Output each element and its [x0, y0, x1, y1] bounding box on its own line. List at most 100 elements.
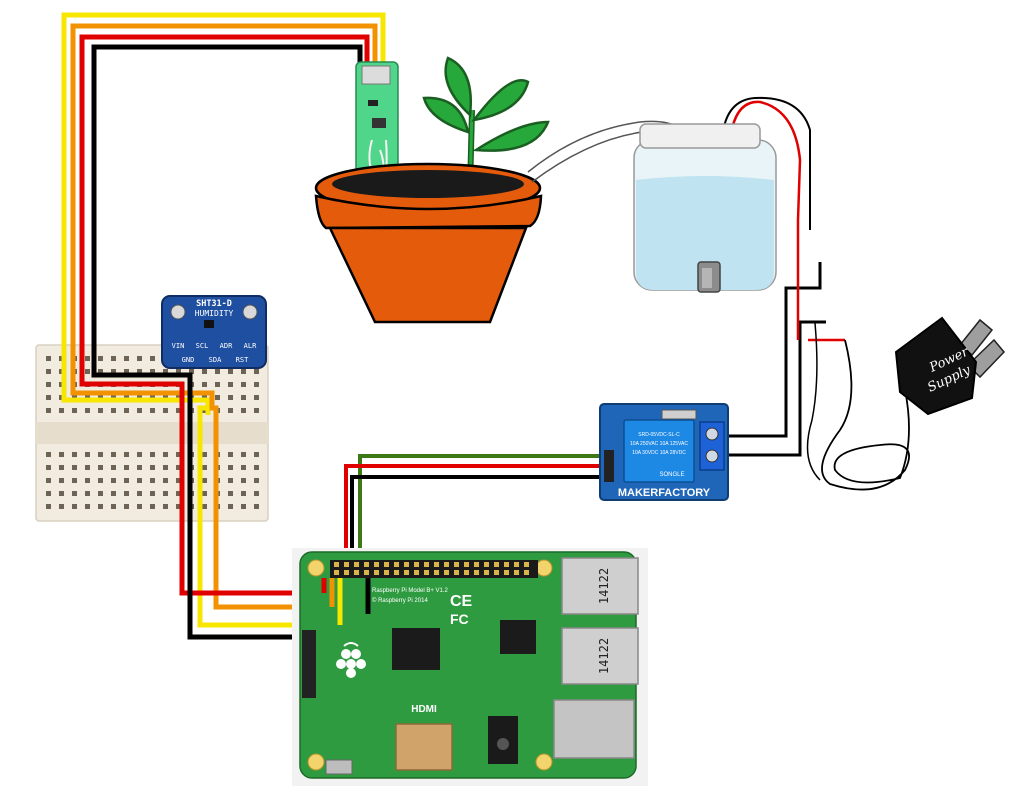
pi-copyright-text: © Raspberry Pi 2014 — [372, 597, 428, 604]
relay-control-wires — [344, 454, 604, 572]
breadboard-hole — [254, 369, 259, 374]
gpio-pin — [394, 562, 399, 567]
gpio-pin — [454, 562, 459, 567]
lan-chip — [500, 620, 536, 654]
gpio-pin — [334, 562, 339, 567]
sensor-pin-sda: SDA — [209, 356, 222, 364]
gpio-pin — [464, 570, 469, 575]
gpio-pin — [364, 562, 369, 567]
breadboard-hole — [228, 491, 233, 496]
gpio-pin — [384, 570, 389, 575]
breadboard-hole — [46, 356, 51, 361]
ethernet-port — [553, 699, 635, 759]
breadboard-hole — [72, 504, 77, 509]
breadboard-hole — [111, 408, 116, 413]
gpio-pin — [354, 562, 359, 567]
breadboard-hole — [46, 491, 51, 496]
breadboard-hole — [137, 478, 142, 483]
breadboard-hole — [137, 452, 142, 457]
sensor-pin-rst: RST — [236, 356, 249, 364]
wire-orange-sensor — [70, 23, 378, 610]
breadboard-hole — [124, 465, 129, 470]
breadboard-hole — [202, 369, 207, 374]
breadboard-hole — [72, 408, 77, 413]
breadboard-hole — [163, 465, 168, 470]
breadboard-hole — [59, 478, 64, 483]
gpio-pin — [454, 570, 459, 575]
gpio-pin — [514, 562, 519, 567]
gpio-pin — [514, 570, 519, 575]
gpio-pins — [334, 562, 529, 575]
usb-label-top: 14122 — [597, 568, 611, 604]
breadboard-hole — [85, 478, 90, 483]
gpio-pin — [494, 562, 499, 567]
wire-supply-cord-2 — [806, 322, 821, 481]
breadboard-hole — [59, 504, 64, 509]
breadboard-hole — [85, 504, 90, 509]
sensor-pin-vin: VIN — [172, 342, 185, 350]
wire-black-relay — [350, 475, 604, 572]
raspberry-pi-board: 14122 14122 HDMI Raspberry Pi Model B+ V… — [292, 548, 648, 786]
breadboard-hole — [46, 452, 51, 457]
gpio-pin — [344, 562, 349, 567]
gpio-pin — [504, 562, 509, 567]
breadboard-hole — [46, 369, 51, 374]
breadboard-hole — [98, 369, 103, 374]
breadboard-hole — [241, 369, 246, 374]
gpio-pin — [404, 562, 409, 567]
breadboard-hole — [46, 395, 51, 400]
breadboard-hole — [176, 452, 181, 457]
breadboard-hole — [124, 369, 129, 374]
breadboard-hole — [46, 382, 51, 387]
wire-black-relay-out-1 — [716, 262, 822, 438]
breadboard-hole — [202, 465, 207, 470]
breadboard-hole — [59, 491, 64, 496]
breadboard-hole — [124, 408, 129, 413]
breadboard-hole — [254, 465, 259, 470]
gpio-pin — [464, 562, 469, 567]
hdmi-port — [395, 723, 453, 771]
breadboard-hole — [46, 478, 51, 483]
breadboard-hole — [98, 356, 103, 361]
gpio-pin — [474, 570, 479, 575]
sensor-subtitle: HUMIDITY — [195, 309, 234, 318]
breadboard-hole — [215, 395, 220, 400]
breadboard-hole — [72, 465, 77, 470]
breadboard-hole — [98, 408, 103, 413]
breadboard-hole — [228, 465, 233, 470]
raspberry-logo-icon — [336, 642, 366, 678]
gpio-pin — [504, 570, 509, 575]
header-wire-ends — [321, 578, 371, 625]
fc-mark-icon: FC — [450, 611, 469, 627]
breadboard-hole — [163, 504, 168, 509]
breadboard-hole — [72, 452, 77, 457]
gpio-pin — [494, 570, 499, 575]
usb-label-bottom: 14122 — [597, 638, 611, 674]
breadboard-hole — [241, 395, 246, 400]
breadboard-hole — [202, 504, 207, 509]
breadboard-hole — [202, 452, 207, 457]
breadboard-hole — [137, 504, 142, 509]
breadboard-hole — [98, 452, 103, 457]
breadboard-hole — [150, 465, 155, 470]
breadboard-hole — [163, 491, 168, 496]
gpio-pin — [374, 562, 379, 567]
sensor-pin-alr: ALR — [244, 342, 257, 350]
breadboard-hole — [241, 382, 246, 387]
breadboard-hole — [176, 465, 181, 470]
breadboard-hole — [241, 465, 246, 470]
breadboard-hole — [124, 504, 129, 509]
relay-spec-line: 10A 30VDC 10A 28VDC — [632, 450, 686, 456]
gpio-pin — [414, 562, 419, 567]
breadboard-hole — [59, 465, 64, 470]
breadboard — [35, 344, 269, 522]
breadboard-hole — [111, 491, 116, 496]
water-pump — [697, 261, 721, 293]
gpio-pin — [474, 562, 479, 567]
breadboard-hole — [202, 382, 207, 387]
breadboard-hole — [189, 369, 194, 374]
breadboard-hole — [98, 491, 103, 496]
